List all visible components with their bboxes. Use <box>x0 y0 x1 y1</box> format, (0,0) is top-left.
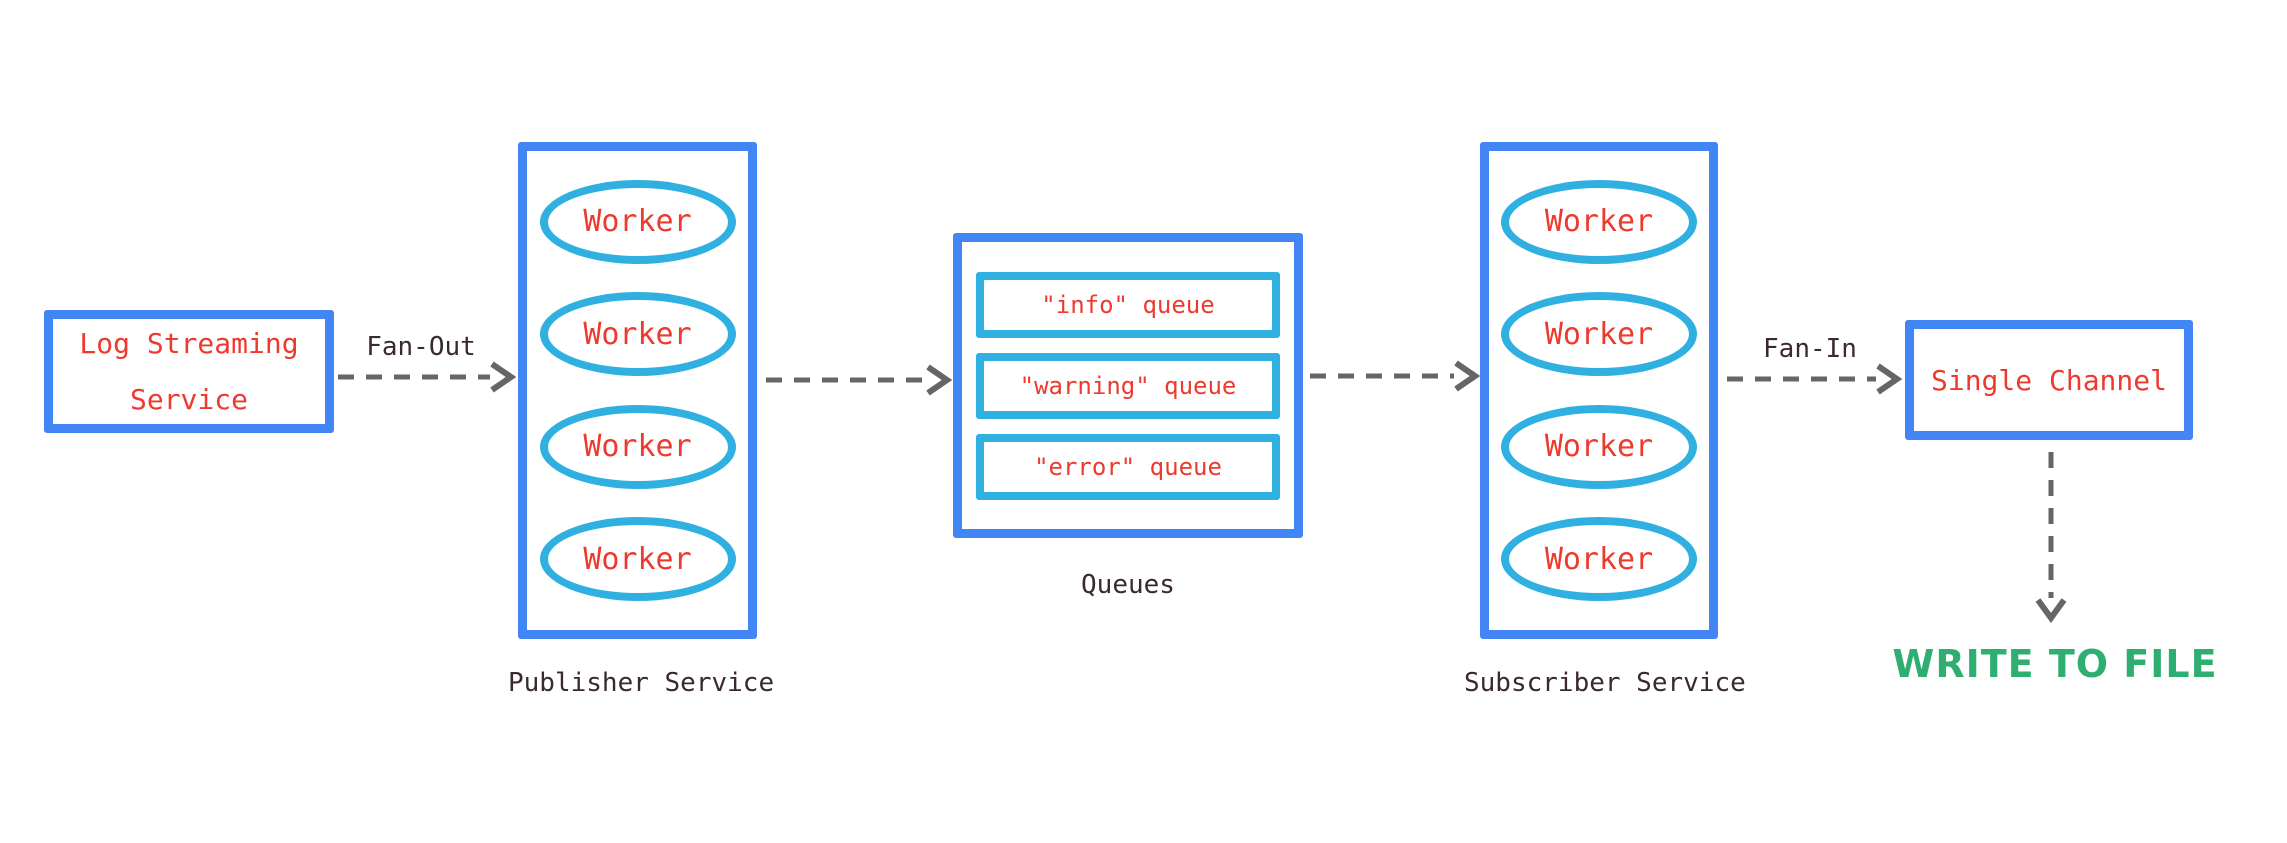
publisher-to-queues-arrow <box>766 364 953 396</box>
error-queue: "error" queue <box>976 434 1280 500</box>
publisher-worker-2: Worker <box>539 292 736 377</box>
log-streaming-service-label-line2: Service <box>129 382 248 416</box>
write-to-file-sink-label: WRITE TO FILE <box>1892 642 2218 686</box>
fan-out-edge-label: Fan-Out <box>366 332 476 362</box>
fan-in-edge-label: Fan-In <box>1763 334 1857 364</box>
log-streaming-service-node: Log Streaming Service <box>44 310 334 433</box>
publisher-worker-1: Worker <box>539 179 736 264</box>
publisher-worker-3: Worker <box>539 404 736 489</box>
single-channel-node: Single Channel <box>1905 320 2193 440</box>
publisher-worker-4: Worker <box>539 517 736 602</box>
log-streaming-service-label-line1: Log Streaming <box>79 326 299 360</box>
subscriber-worker-1: Worker <box>1501 179 1697 264</box>
subscriber-worker-4: Worker <box>1501 517 1697 602</box>
write-to-file-arrow <box>2035 452 2067 624</box>
queues-to-subscriber-arrow <box>1310 360 1481 392</box>
subscriber-service-caption: Subscriber Service <box>1464 668 1746 698</box>
queues-caption: Queues <box>1081 570 1175 600</box>
subscriber-worker-2: Worker <box>1501 292 1697 377</box>
publisher-service-caption: Publisher Service <box>508 668 775 698</box>
info-queue: "info" queue <box>976 272 1280 338</box>
fan-in-arrow <box>1727 363 1903 395</box>
subscriber-service-node: Worker Worker Worker Worker <box>1480 142 1718 639</box>
subscriber-worker-3: Worker <box>1501 404 1697 489</box>
queues-node: "info" queue "warning" queue "error" que… <box>953 233 1303 538</box>
warning-queue: "warning" queue <box>976 353 1280 419</box>
fan-out-arrow <box>338 361 517 393</box>
publisher-service-node: Worker Worker Worker Worker <box>518 142 757 639</box>
